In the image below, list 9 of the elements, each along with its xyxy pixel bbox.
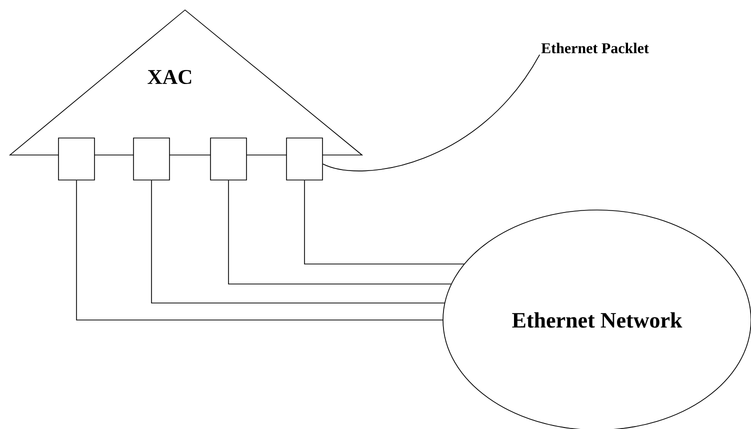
callout-label: Ethernet Packlet	[541, 42, 649, 54]
connector-line	[304, 180, 465, 264]
port-box	[133, 138, 170, 180]
connector-line	[76, 180, 444, 320]
port-box	[286, 138, 323, 180]
port-box	[58, 138, 95, 180]
connector-line	[228, 180, 452, 284]
connector-line	[151, 180, 446, 304]
port-box	[210, 138, 247, 180]
